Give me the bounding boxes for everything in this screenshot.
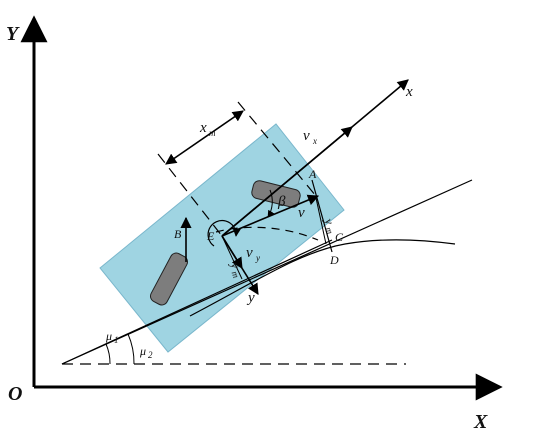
beta-arc (267, 189, 275, 218)
velocity-vy-arrow (221, 235, 243, 269)
point-d-label: D (329, 253, 339, 267)
xm-subscript: m (209, 128, 216, 138)
ym-left-subscript: m (230, 270, 242, 280)
ym-right-tick (315, 197, 327, 245)
mu1-subscript: 1 (114, 335, 119, 345)
ym-right-label: y (321, 216, 337, 227)
mu1-label: μ (105, 329, 112, 343)
body-x-label: x (405, 84, 413, 100)
y-axis-label: Y (6, 23, 20, 45)
vehicle-body (99, 123, 345, 353)
point-e-label: E (206, 229, 215, 243)
ym-right-subscript: m (324, 226, 336, 236)
mu2-subscript: 2 (148, 350, 153, 360)
mu1-arc (105, 343, 111, 365)
mu2-label: μ (139, 344, 146, 358)
body-y-label: y (246, 290, 255, 306)
beta-label: β (277, 194, 286, 210)
vx-label: v (303, 128, 310, 144)
mu2-arc (127, 333, 135, 365)
origin-label: O (8, 383, 22, 405)
xm-dimension-arrow (165, 110, 244, 165)
point-b-label: B (174, 227, 182, 241)
front-wheel (251, 180, 301, 208)
a-to-d-line (311, 179, 333, 253)
vy-label: v (246, 245, 253, 261)
point-c-label: C (335, 230, 344, 244)
point-a-label: A (308, 167, 317, 181)
vx-subscript: x (312, 136, 317, 146)
vy-subscript: y (255, 253, 260, 263)
rear-wheel (149, 252, 189, 306)
chord-line (61, 239, 333, 365)
x-axis-label: X (473, 411, 488, 433)
ym-left-tick (221, 235, 243, 280)
velocity-vx-arrow (221, 126, 353, 237)
xm-label: x (199, 120, 207, 136)
v-label: v (298, 205, 305, 221)
xm-extension-right (237, 101, 317, 197)
dashed-path-arc (215, 226, 319, 241)
ym-left-label: y (227, 260, 243, 271)
road-curve (189, 239, 456, 317)
tangent-line (61, 179, 473, 365)
